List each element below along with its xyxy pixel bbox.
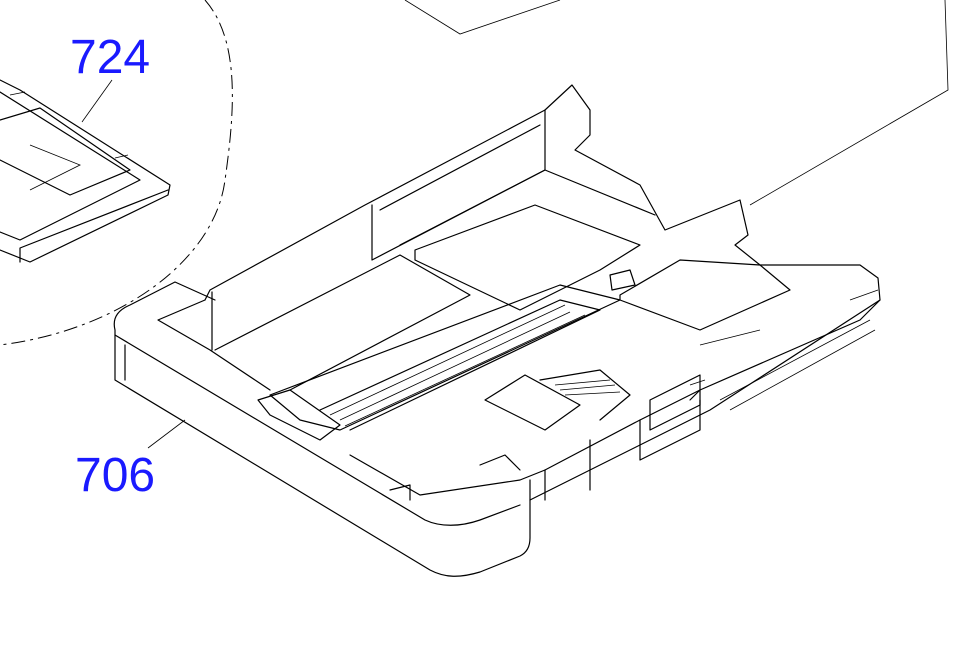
part-724-drawing xyxy=(0,79,171,263)
leader-724 xyxy=(81,79,113,123)
callout-724: 724 xyxy=(70,31,151,84)
detail-circle xyxy=(0,0,233,346)
part-706-drawing xyxy=(113,84,881,577)
reference-frame xyxy=(404,0,949,206)
callout-706: 706 xyxy=(75,449,156,502)
leader-706 xyxy=(147,419,186,449)
